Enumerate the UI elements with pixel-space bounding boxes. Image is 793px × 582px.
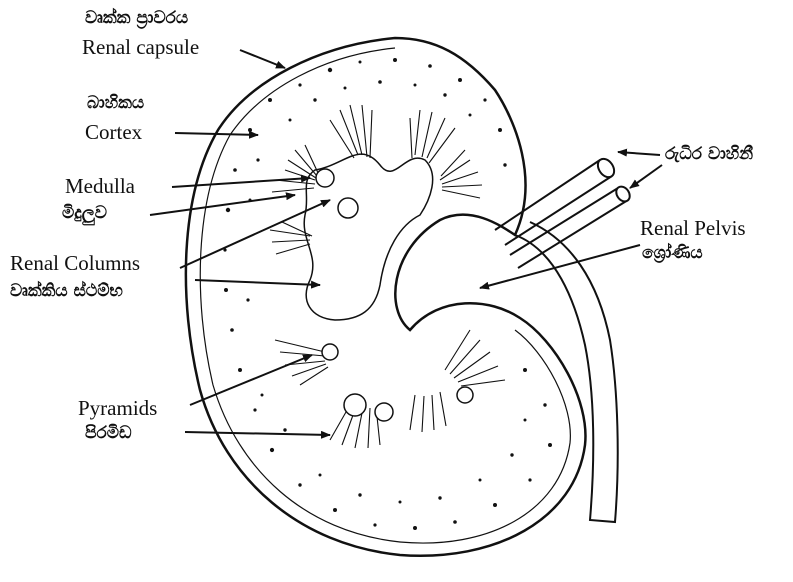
calyx-6 — [457, 387, 473, 403]
label-medulla: Medulla — [65, 176, 135, 197]
blood-vessel-lower — [510, 188, 628, 268]
pelvis-pointer — [480, 245, 640, 288]
calyx-2 — [338, 198, 358, 218]
leader-lines — [150, 50, 662, 435]
pyramid-upper-left — [272, 145, 319, 192]
capsule-inner-line — [200, 48, 570, 543]
medulla-pointer — [172, 178, 310, 187]
label-renal-pelvis: Renal Pelvis — [640, 218, 746, 239]
pyramids-si-pointer — [185, 432, 330, 435]
capsule-pointer — [240, 50, 285, 68]
label-renal-capsule-si: වෘක්ක ප්‍රාවරය — [85, 10, 188, 27]
medulla-si-pointer — [150, 195, 295, 215]
pyramid-upper-right — [410, 110, 455, 163]
label-renal-pelvis-si: ශ්‍රෝණිය — [642, 245, 703, 262]
label-medulla-si: මිදුලුව — [62, 205, 107, 222]
label-renal-columns-si: වෘක්කිය ස්ථම්භ — [10, 283, 123, 300]
pyramid-upper-middle — [330, 105, 372, 158]
pyramid-lower-right — [445, 330, 505, 386]
label-pyramids: Pyramids — [78, 398, 157, 419]
calyx-3 — [322, 344, 338, 360]
cortex-stipple — [223, 58, 552, 530]
pyramid-bottom — [410, 392, 446, 432]
vessels-pointer-1 — [618, 152, 660, 155]
label-pyramids-si: පිරමිඩ — [85, 425, 132, 442]
pyramid-lower-left — [275, 340, 328, 385]
blood-vessel-upper-opening — [595, 156, 618, 180]
label-blood-vessels-si: රුධිර වාහිනී — [665, 146, 753, 163]
vessels-pointer-2 — [630, 165, 662, 188]
calyx-1 — [316, 169, 334, 187]
calyx-4 — [344, 394, 366, 416]
columns-pointer-2 — [195, 280, 320, 285]
pyramid-right — [440, 150, 482, 198]
label-cortex-si: බාහිකය — [87, 95, 144, 112]
label-renal-columns: Renal Columns — [10, 253, 140, 274]
label-renal-capsule: Renal capsule — [82, 37, 199, 58]
label-cortex: Cortex — [85, 122, 142, 143]
blood-vessel-lower-opening — [613, 184, 632, 204]
pyramid-mid-left — [270, 222, 312, 254]
cortex-pointer — [175, 133, 258, 135]
calyx-5 — [375, 403, 393, 421]
